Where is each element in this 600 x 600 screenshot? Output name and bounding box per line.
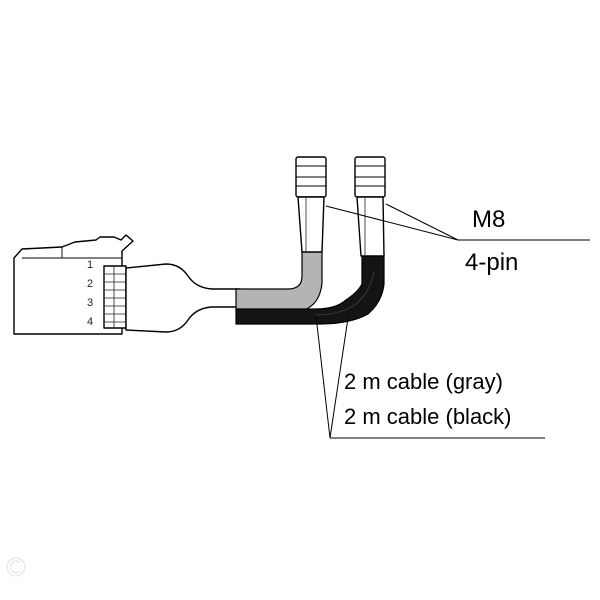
cables bbox=[235, 249, 385, 325]
connector-boot bbox=[125, 263, 241, 333]
connector-label-line2: 4-pin bbox=[465, 249, 518, 276]
cable-label-black: 2 m cable (black) bbox=[344, 404, 512, 429]
connector-label-line1: M8 bbox=[472, 206, 505, 233]
pin-number-3: 3 bbox=[87, 297, 93, 309]
cable-leader bbox=[329, 317, 349, 439]
gray-cable bbox=[235, 249, 323, 311]
connector-rib-block bbox=[103, 265, 127, 329]
circle-c-icon bbox=[6, 557, 26, 577]
m8-body bbox=[356, 196, 385, 257]
m8-leader bbox=[325, 205, 459, 241]
main-connector: 1 2 3 4 bbox=[13, 234, 241, 335]
pin-number-4: 4 bbox=[87, 316, 93, 328]
m8-connector-black bbox=[354, 156, 386, 257]
m8-body bbox=[297, 196, 325, 253]
leader-lines bbox=[315, 203, 590, 439]
cable-leader bbox=[315, 315, 331, 439]
pin-number-2: 2 bbox=[87, 278, 93, 290]
pin-number-1: 1 bbox=[87, 259, 93, 271]
m8-leader bbox=[385, 203, 459, 241]
cable-label-gray: 2 m cable (gray) bbox=[344, 369, 503, 394]
m8-connector-gray bbox=[295, 156, 327, 253]
black-cable-highlight bbox=[315, 271, 375, 316]
